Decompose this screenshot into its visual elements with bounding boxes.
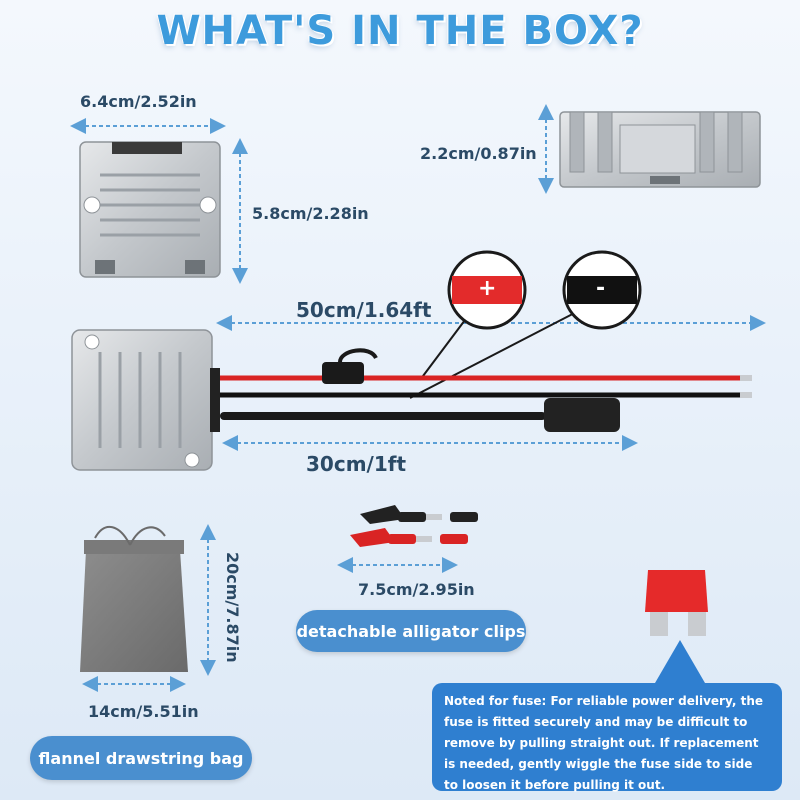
bag-width-label: 14cm/5.51in	[88, 702, 199, 721]
converter-top-view	[79, 141, 221, 278]
clip-length-label: 7.5cm/2.95in	[358, 580, 475, 599]
negative-symbol: -	[596, 276, 606, 301]
side-height-label: 2.2cm/0.87in	[420, 144, 537, 163]
fuse-note: Noted for fuse: For reliable power deliv…	[432, 683, 782, 792]
top-height-label: 5.8cm/2.28in	[252, 204, 369, 223]
alligator-clips	[350, 505, 478, 547]
positive-symbol: +	[478, 276, 497, 301]
converter-with-cables	[71, 329, 752, 471]
bag-height-label: 20cm/7.87in	[223, 552, 242, 663]
page-title: WHAT'S IN THE BOX?	[156, 8, 644, 54]
clips-label: detachable alligator clips	[296, 610, 526, 652]
top-width-label: 6.4cm/2.52in	[80, 92, 197, 111]
bag-label: flannel drawstring bag	[30, 736, 252, 780]
positive-wire-callout	[419, 250, 527, 381]
drawstring-bag	[80, 526, 188, 672]
note-pointer	[655, 640, 705, 683]
converter-side-view	[559, 111, 761, 188]
blade-fuse	[645, 570, 708, 636]
cable-long-label: 50cm/1.64ft	[296, 298, 432, 322]
cable-short-label: 30cm/1ft	[306, 452, 407, 476]
negative-wire-callout	[409, 250, 642, 399]
